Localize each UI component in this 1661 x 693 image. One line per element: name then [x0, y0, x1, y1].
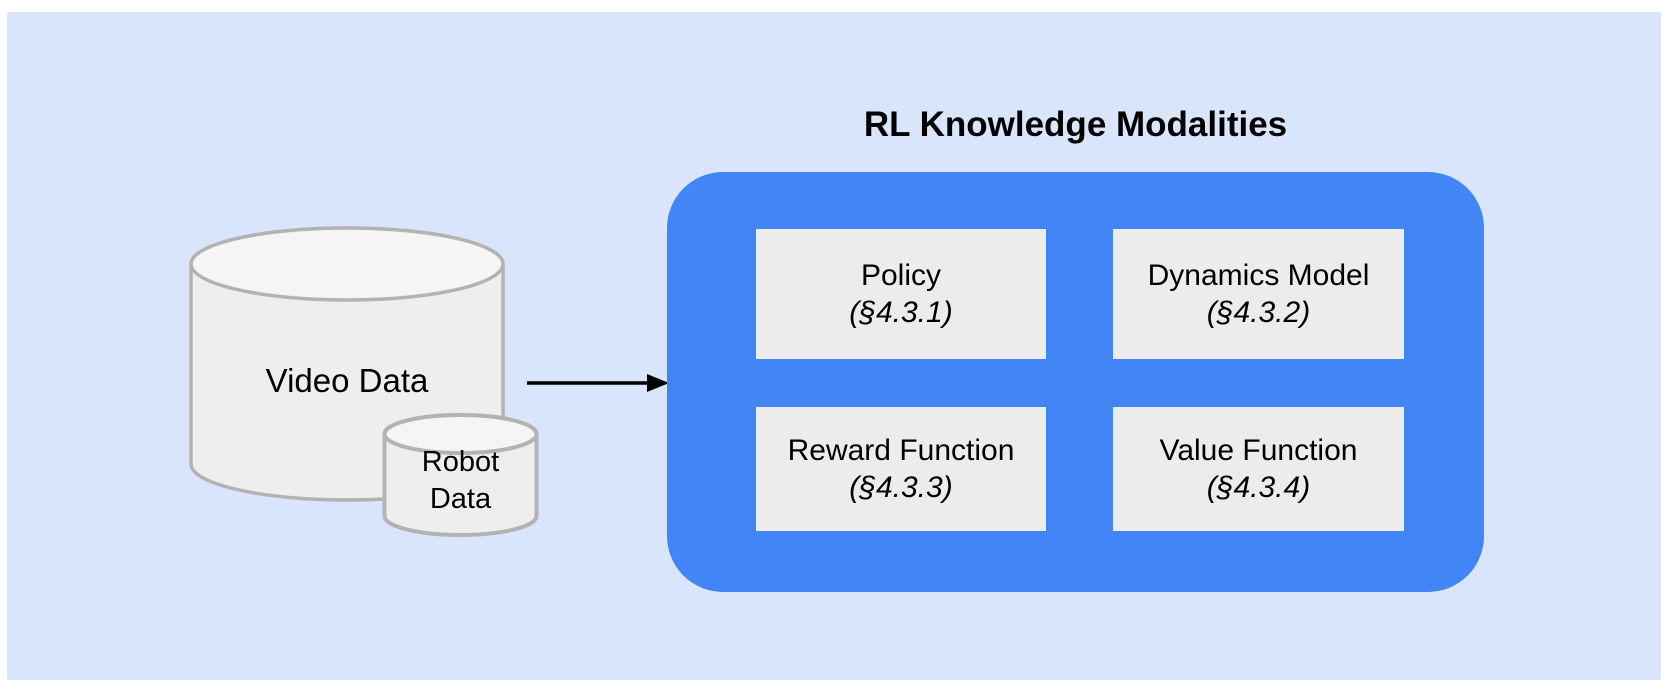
diagram-background-panel: RL Knowledge Modalities Video Data Robot…	[7, 12, 1661, 680]
modality-name: Dynamics Model	[1147, 259, 1370, 292]
arrow-right-icon	[527, 374, 669, 392]
modality-section-ref: (§4.3.1)	[849, 296, 953, 329]
modality-name: Policy	[860, 259, 942, 292]
diagram-title: RL Knowledge Modalities	[863, 105, 1288, 144]
modality-box-policy: Policy (§4.3.1)	[756, 229, 1046, 359]
cylinder-top	[189, 226, 505, 302]
modality-section-ref: (§4.3.3)	[849, 471, 953, 504]
modality-box-value-function: Value Function (§4.3.4)	[1113, 407, 1404, 531]
arrow-head	[647, 374, 669, 392]
robot-data-label-line1: Robot	[421, 446, 500, 478]
robot-data-cylinder-icon	[382, 413, 539, 537]
modality-name: Value Function	[1159, 434, 1358, 467]
video-data-label: Video Data	[265, 362, 429, 399]
modality-box-reward-function: Reward Function (§4.3.3)	[756, 407, 1046, 531]
modality-name: Reward Function	[787, 434, 1015, 467]
cylinder-top	[382, 413, 539, 455]
modality-section-ref: (§4.3.4)	[1206, 471, 1311, 504]
robot-data-label-line2: Data	[429, 483, 492, 515]
modality-section-ref: (§4.3.2)	[1206, 296, 1311, 329]
robot-data-label: Robot Data	[382, 444, 539, 518]
modality-box-dynamics-model: Dynamics Model (§4.3.2)	[1113, 229, 1404, 359]
